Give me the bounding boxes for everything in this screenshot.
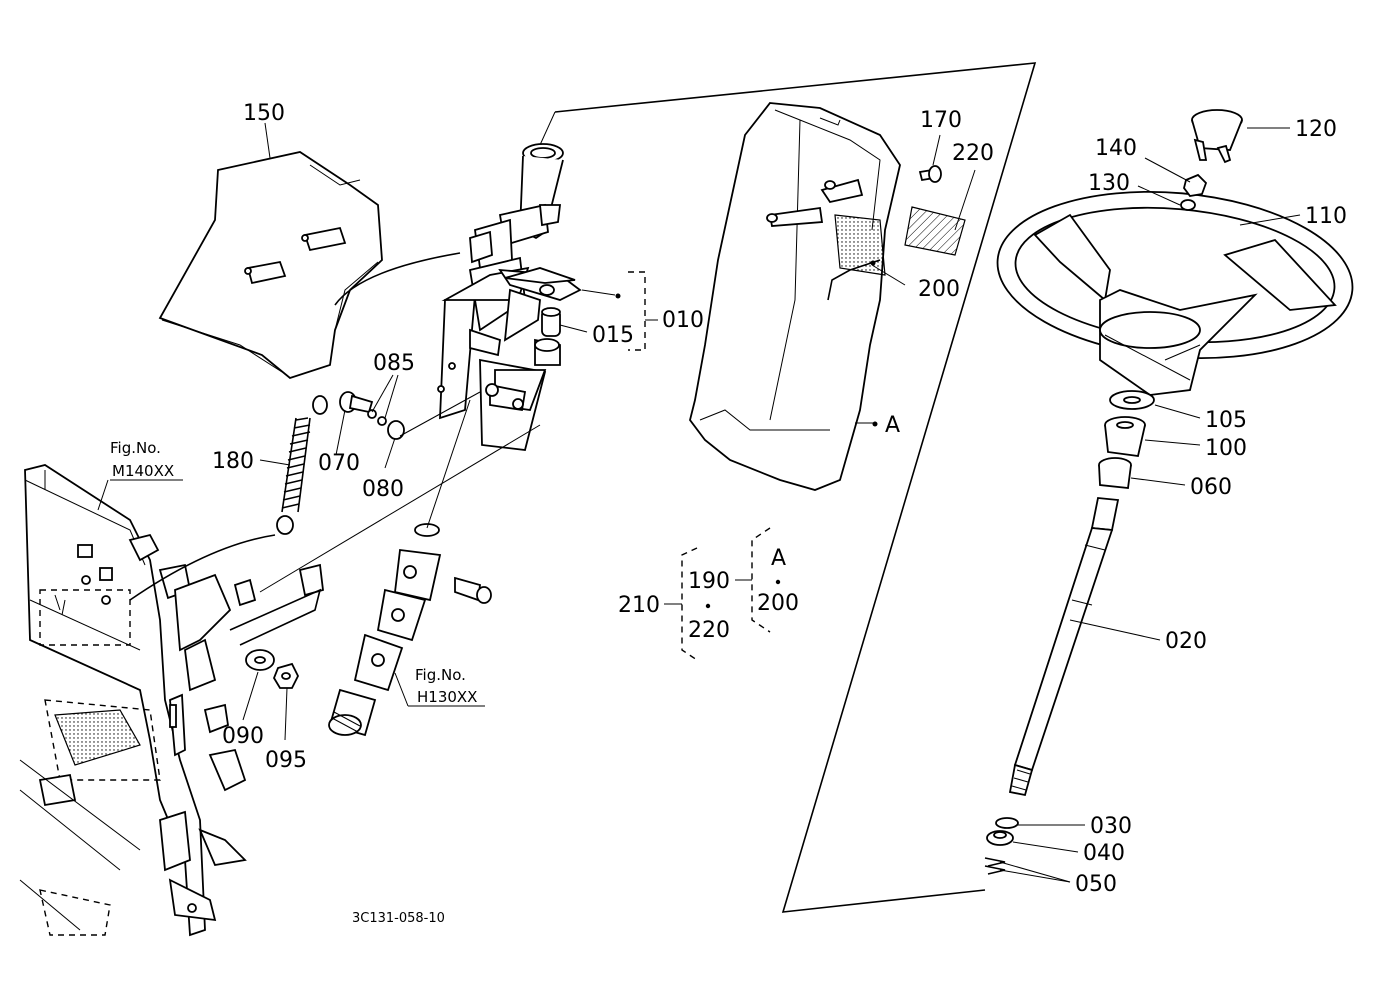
label-110: 110	[1305, 204, 1347, 229]
label-010: 010	[662, 308, 704, 333]
fig-ref-h-title: Fig.No.	[415, 666, 466, 684]
label-120: 120	[1295, 117, 1337, 142]
bolt-070	[339, 391, 374, 414]
washers-085	[367, 409, 387, 426]
steering-wheel-110	[996, 190, 1354, 396]
label-085: 085	[373, 351, 415, 376]
group-label-200: 200	[757, 591, 799, 616]
nut-095	[272, 662, 300, 689]
figure-ref-m140xx: Fig.No. M140XX	[110, 439, 183, 481]
label-200: 200	[918, 277, 960, 302]
label-080: 080	[362, 477, 404, 502]
fig-ref-m-title: Fig.No.	[110, 439, 161, 457]
bushing-060	[1098, 457, 1132, 489]
decal-220	[904, 206, 966, 256]
leader-lines	[97, 122, 1301, 883]
bracket-010	[628, 271, 646, 351]
label-050: 050	[1075, 872, 1117, 897]
dash-cover	[689, 102, 901, 491]
collar-080	[387, 420, 405, 440]
label-130: 130	[1088, 171, 1130, 196]
label-150: 150	[243, 101, 285, 126]
spacer-105	[1109, 390, 1155, 410]
label-140: 140	[1095, 136, 1137, 161]
figure-ref-h130xx: Fig.No. H130XX	[415, 666, 477, 706]
label-060: 060	[1190, 475, 1232, 500]
group-label-220: 220	[688, 618, 730, 643]
group-label-A: A	[771, 546, 786, 571]
washer-090	[245, 649, 275, 671]
fig-ref-h-code: H130XX	[417, 688, 477, 706]
label-030: 030	[1090, 814, 1132, 839]
bolt-170	[918, 165, 942, 183]
label-090: 090	[222, 724, 264, 749]
bushing-100	[1104, 416, 1146, 458]
group-label-190: 190	[688, 569, 730, 594]
group-label-210: 210	[618, 593, 660, 618]
label-020: 020	[1165, 629, 1207, 654]
fig-ref-m-code: M140XX	[112, 462, 174, 480]
steering-shaft-020	[1008, 497, 1120, 797]
steering-column-010	[437, 143, 582, 451]
sub-assembly-outline	[539, 62, 1037, 913]
label-095: 095	[265, 748, 307, 773]
label-100: 100	[1205, 436, 1247, 461]
label-A: A	[885, 413, 900, 438]
label-040: 040	[1083, 841, 1125, 866]
nut-140	[1183, 173, 1208, 197]
washer-130	[1180, 199, 1196, 211]
chassis-frame	[19, 464, 324, 937]
part-labels: 150 180 070 085 080 090 095 015 010 170 …	[212, 101, 1347, 897]
label-070: 070	[318, 451, 360, 476]
label-105: 105	[1205, 408, 1247, 433]
diagram-code: 3C131-058-10	[352, 911, 445, 926]
washer-030	[995, 817, 1019, 829]
universal-joint	[328, 399, 492, 737]
nut-040	[986, 830, 1014, 846]
horn-cap-120	[1191, 109, 1243, 164]
front-cover-150	[158, 151, 383, 380]
springs-050	[984, 857, 1006, 875]
reference-dots	[615, 260, 878, 427]
label-170: 170	[920, 108, 962, 133]
label-180: 180	[212, 449, 254, 474]
set-group-notation: 210 190 220 A 200	[618, 527, 799, 661]
label-015: 015	[592, 323, 634, 348]
label-220: 220	[952, 141, 994, 166]
